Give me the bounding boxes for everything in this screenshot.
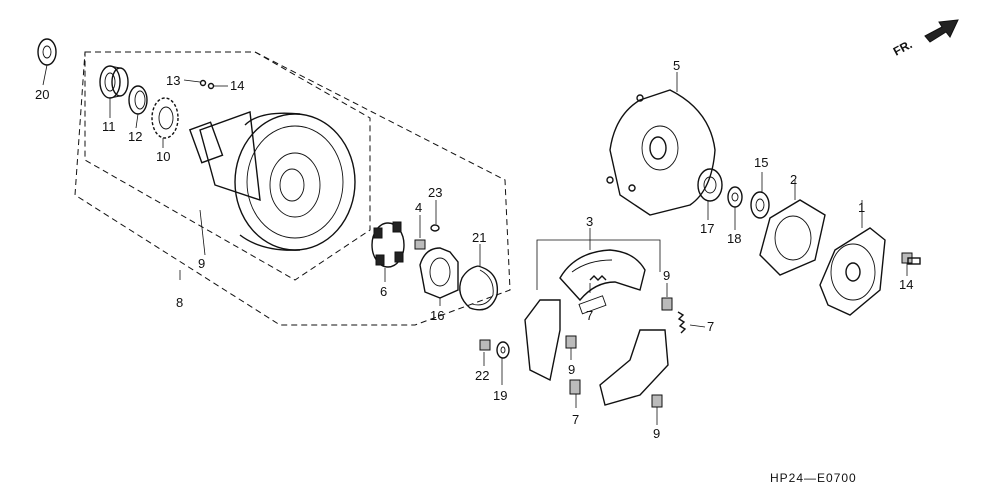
label-11: 10 — [156, 149, 170, 164]
label-5: 5 — [673, 58, 680, 73]
label-22: 21 — [472, 230, 486, 245]
label-8: 8 — [176, 295, 183, 310]
front-direction-label: FR. — [891, 37, 915, 58]
part-18-collar — [697, 168, 723, 202]
label-9a: 9 — [663, 268, 670, 283]
part-22-circlip — [459, 265, 499, 311]
part-15-bolt — [901, 252, 921, 265]
part-7-spring-a — [589, 275, 607, 281]
part-7-spring-b — [677, 311, 687, 334]
label-23: 22 — [475, 368, 489, 383]
part-17-side-plate — [419, 247, 459, 299]
part-12-bearing — [99, 65, 129, 99]
label-7b: 7 — [707, 319, 714, 334]
label-2: 2 — [790, 172, 797, 187]
front-direction-arrow: FR. — [891, 19, 959, 59]
part-24-pin — [430, 224, 440, 232]
part-10-clutch-drum — [188, 111, 356, 251]
part-13-seal — [128, 85, 148, 115]
label-15: 14 — [899, 277, 913, 292]
label-1: 1 — [858, 200, 865, 215]
label-12: 11 — [102, 119, 116, 134]
part-23-nut — [479, 339, 491, 351]
part-16-spacer — [750, 191, 770, 219]
label-18: 17 — [700, 221, 714, 236]
label-7c: 7 — [572, 412, 579, 427]
label-17: 16 — [430, 308, 444, 323]
label-20: 19 — [493, 388, 507, 403]
label-16: 15 — [754, 155, 768, 170]
label-21: 20 — [35, 87, 49, 102]
label-10: 9 — [198, 256, 205, 271]
part-3-clutch-shoe-set — [524, 239, 669, 406]
part-9-nut-a — [661, 297, 673, 311]
part-6-one-way-clutch — [371, 221, 405, 268]
label-24: 23 — [428, 185, 442, 200]
label-4: 4 — [415, 200, 422, 215]
label-13: 12 — [128, 129, 142, 144]
part-4-spring — [414, 239, 426, 250]
part-11-lock-washer — [151, 97, 179, 139]
label-19: 18 — [727, 231, 741, 246]
label-6: 6 — [380, 284, 387, 299]
label-9b: 9 — [568, 362, 575, 377]
label-14b: 14 — [230, 78, 244, 93]
part-2-gasket — [759, 199, 826, 276]
part-9-nut-b — [565, 335, 577, 349]
label-7a: 7 — [586, 308, 593, 323]
label-3: 3 — [586, 214, 593, 229]
diagram-code: HP24—E0700 — [770, 471, 857, 485]
label-14a: 13 — [166, 73, 180, 88]
part-1-cover — [819, 227, 886, 316]
label-9c: 9 — [653, 426, 660, 441]
part-19-washer — [727, 186, 743, 208]
part-20-washer — [496, 341, 510, 359]
part-9-nut-c — [651, 394, 663, 408]
part-14-screws — [183, 79, 228, 90]
assembly-box-8 — [74, 51, 511, 326]
part-5-drive-plate — [606, 89, 716, 216]
part-7-spring-c — [569, 379, 581, 395]
part-21-washer — [37, 38, 57, 66]
